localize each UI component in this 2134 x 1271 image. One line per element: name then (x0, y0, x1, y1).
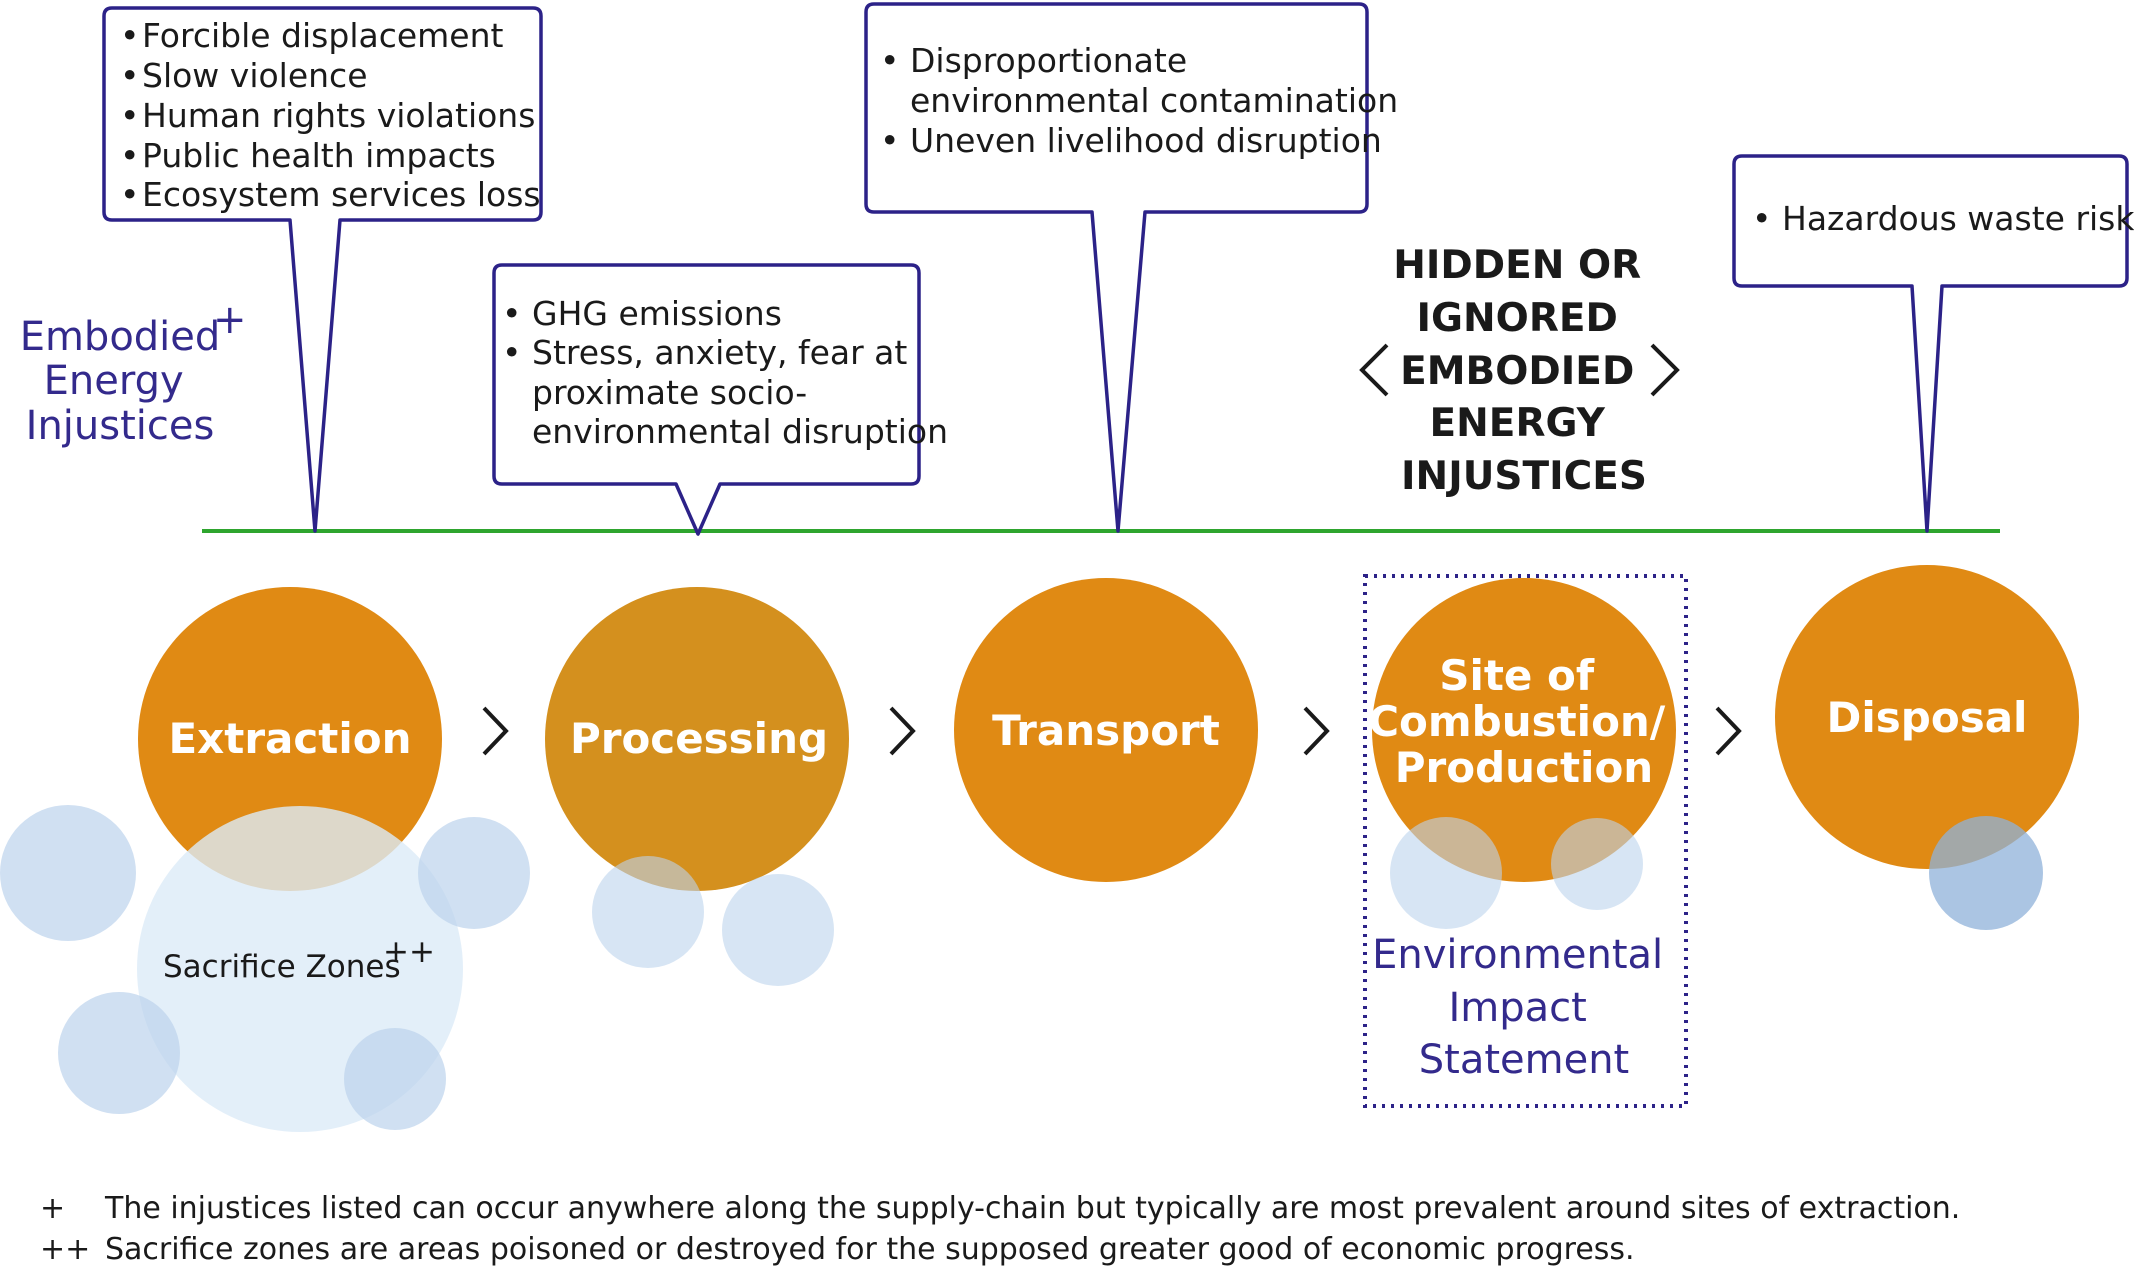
footnote-text: The injustices listed can occur anywhere… (104, 1191, 1960, 1226)
bullet-dot: • (880, 41, 899, 80)
stage-circle-disposal (1775, 565, 2079, 869)
hidden-label-line: ENERGY (1430, 401, 1606, 446)
right-bracket-icon (1650, 343, 1680, 397)
callout-item: GHG emissions (532, 294, 782, 333)
bullet-dot: • (120, 16, 139, 55)
stage-label-processing: Processing (570, 714, 828, 763)
stage-label-disposal: Disposal (1827, 693, 2028, 742)
stage-label-transport: Transport (992, 706, 1220, 755)
callout-box (1732, 154, 2129, 533)
bubble (1929, 816, 2043, 930)
bullet-dot: • (502, 333, 521, 372)
hidden-label-line: IGNORED (1417, 296, 1618, 341)
chevron-right-icon (482, 706, 509, 756)
svg-text:•Forcible displacement •: •Forcible displacement •Slow violence •H… (120, 16, 546, 214)
callout-box (492, 263, 921, 536)
sacrifice-zones-marker: ++ (383, 934, 435, 970)
bullet-dot: • (880, 121, 899, 160)
callout-transport: •Disproportionate environmental contamin… (864, 2, 1409, 533)
side-label-line: Energy (44, 358, 184, 404)
callout-item: Human rights violations (142, 96, 535, 135)
callout-item: Forcible displacement (142, 16, 504, 55)
stage-label-extraction: Extraction (168, 714, 411, 763)
eis-label: Environmental Impact Statement (1372, 932, 1676, 1083)
side-label-line: Embodied (20, 314, 221, 360)
callout-item: Hazardous waste risks (1782, 199, 2134, 238)
bullet-dot: • (120, 175, 139, 214)
hidden-label-line: EMBODIED (1400, 349, 1634, 394)
callout-box (102, 6, 543, 533)
bubble (1551, 818, 1643, 910)
bullet-dot: • (120, 96, 139, 135)
left-bracket-icon (1359, 343, 1389, 397)
bubble (418, 817, 530, 929)
side-label: Embodied + Energy Injustices (20, 297, 247, 449)
bullet-dot: • (1752, 199, 1771, 238)
callout-item: Slow violence (142, 56, 368, 95)
stage-circle-extraction (138, 587, 442, 891)
bubble (722, 874, 834, 986)
footnote-marker: + (40, 1191, 65, 1226)
bullet-dot: • (120, 56, 139, 95)
hidden-injustices-label: HIDDEN OR IGNORED EMBODIED ENERGY INJUST… (1359, 243, 1680, 499)
bubble (1390, 817, 1502, 929)
svg-text:Embodied: Embodied (20, 314, 221, 360)
bubble-layer (0, 805, 2043, 1132)
svg-text:HIDDEN OR IGNORED: HIDDEN OR IGNORED EMBODIED ENERGY INJUST… (1393, 243, 1655, 499)
footnote-marker: ++ (40, 1232, 90, 1267)
callout-box (864, 2, 1369, 533)
side-label-marker: + (213, 297, 247, 343)
callout-disposal: • Hazardous waste risks (1732, 154, 2134, 533)
bubble (592, 856, 704, 968)
callout-item: Public health impacts (142, 136, 496, 175)
bubble (0, 805, 136, 941)
svg-text:•Disproportionate enviro: •Disproportionate environmental contamin… (880, 41, 1409, 160)
chevron-right-icon (1303, 706, 1330, 756)
svg-text:•GHG emissions •Stress,: •GHG emissions •Stress, anxiety, fear at… (502, 294, 948, 451)
callout-item: Ecosystem services loss (142, 175, 541, 214)
callout-processing: •GHG emissions •Stress, anxiety, fear at… (492, 263, 948, 536)
footnote-text: Sacrifice zones are areas poisoned or de… (105, 1232, 1635, 1267)
svg-text:•Hazardous waste risks: • Hazardous waste risks (1752, 199, 2134, 238)
bubble (344, 1028, 446, 1130)
bullet-dot: • (502, 294, 521, 333)
stage-circle-combustion (1372, 578, 1676, 882)
svg-text:Energy Injustices: Energy Injustices (26, 358, 215, 449)
stage-circle-transport (954, 578, 1258, 882)
bullet-dot: • (120, 136, 139, 175)
sacrifice-zones-label: Sacrifice Zones ++ (163, 934, 435, 985)
sacrifice-zones-text: Sacrifice Zones (163, 949, 401, 985)
callout-extraction: •Forcible displacement •Slow violence •H… (102, 6, 546, 533)
bubble (58, 992, 180, 1114)
stage-circle-processing (545, 587, 849, 891)
chevron-right-icon (889, 706, 916, 756)
eis-dotted-box (1363, 574, 1688, 1108)
callout-item: Uneven livelihood disruption (910, 121, 1382, 160)
chevron-right-icon (1715, 706, 1742, 756)
side-label-line: Injustices (26, 403, 215, 449)
footnotes: + The injustices listed can occur anywhe… (40, 1191, 1960, 1267)
stage-label-combustion: Site of Combustion/ Production (1368, 651, 1680, 792)
hidden-label-line: INJUSTICES (1401, 454, 1647, 499)
hidden-label-line: HIDDEN OR (1393, 243, 1641, 288)
